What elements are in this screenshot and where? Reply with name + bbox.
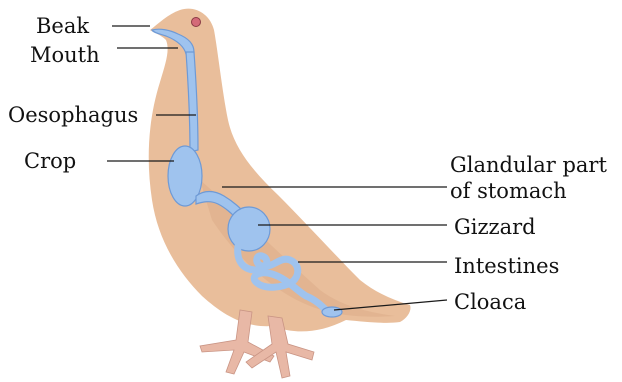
label-crop: Crop	[24, 149, 76, 173]
label-intestines: Intestines	[454, 254, 559, 278]
eye	[192, 18, 201, 27]
label-mouth: Mouth	[30, 43, 100, 67]
gizzard-organ	[228, 207, 270, 251]
label-gizzard: Gizzard	[454, 215, 536, 239]
label-beak: Beak	[36, 14, 89, 38]
label-glandular-line2: of stomach	[450, 179, 567, 203]
label-oesophagus: Oesophagus	[8, 103, 138, 127]
cloaca-opening	[322, 307, 342, 317]
label-cloaca: Cloaca	[454, 290, 526, 314]
label-glandular-line1: Glandular part	[450, 153, 607, 177]
